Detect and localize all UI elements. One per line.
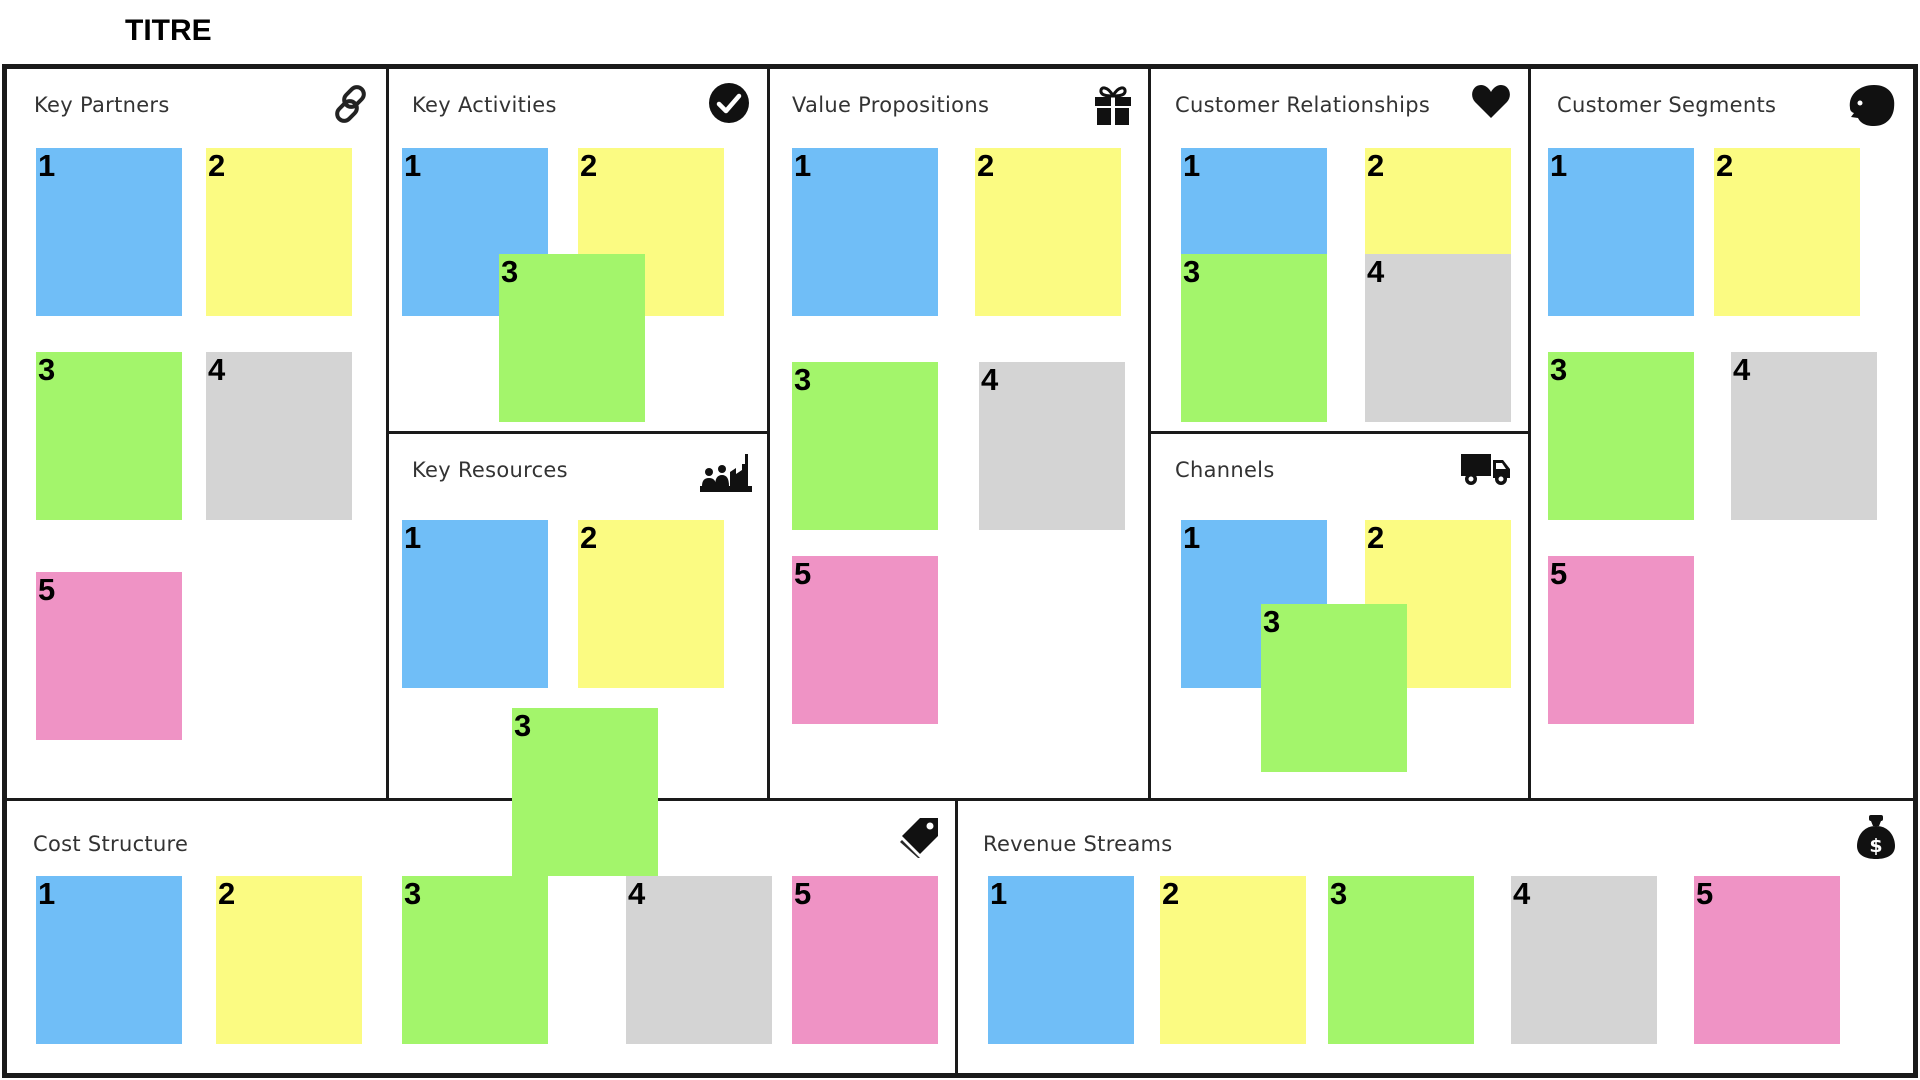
sticky-note-yellow[interactable]: 2 <box>216 876 362 1044</box>
sticky-note-pink[interactable]: 5 <box>1694 876 1840 1044</box>
section-label-key-partners: Key Partners <box>34 93 170 117</box>
sticky-note-number: 2 <box>1716 148 1734 183</box>
sticky-note-number: 3 <box>404 876 422 911</box>
sticky-note-number: 2 <box>1367 520 1385 555</box>
sticky-note-number: 5 <box>38 572 56 607</box>
sticky-note-blue[interactable]: 1 <box>1548 148 1694 316</box>
money-bag-icon: $ <box>1856 814 1896 865</box>
sticky-note-number: 1 <box>404 520 422 555</box>
sticky-note-number: 1 <box>1550 148 1568 183</box>
sticky-note-number: 1 <box>38 148 56 183</box>
divider-h-activities-resources <box>389 431 767 434</box>
sticky-note-number: 1 <box>1183 520 1201 555</box>
sticky-note-number: 1 <box>990 876 1008 911</box>
svg-text:$: $ <box>1869 835 1882 857</box>
sticky-note-number: 3 <box>794 362 812 397</box>
sticky-note-green[interactable]: 3 <box>1261 604 1407 772</box>
sticky-note-number: 2 <box>1367 148 1385 183</box>
section-label-cost-structure: Cost Structure <box>33 832 189 856</box>
gift-icon <box>1094 84 1132 131</box>
checkmark-circle-icon <box>708 82 750 129</box>
divider-v-activities-value <box>767 68 770 800</box>
sticky-note-number: 3 <box>1263 604 1281 639</box>
sticky-note-number: 5 <box>1550 556 1568 591</box>
sticky-note-number: 1 <box>1183 148 1201 183</box>
sticky-note-number: 2 <box>977 148 995 183</box>
factory-workers-icon <box>700 450 752 499</box>
section-label-key-activities: Key Activities <box>412 93 557 117</box>
page-title: TITRE <box>125 14 212 47</box>
sticky-note-green[interactable]: 3 <box>36 352 182 520</box>
section-label-customer-relationships: Customer Relationships <box>1175 93 1431 117</box>
sticky-note-gray[interactable]: 4 <box>1365 254 1511 422</box>
sticky-note-pink[interactable]: 5 <box>792 556 938 724</box>
sticky-note-number: 2 <box>1162 876 1180 911</box>
sticky-note-number: 5 <box>794 876 812 911</box>
sticky-note-gray[interactable]: 4 <box>979 362 1125 530</box>
divider-h-relationships-channels <box>1151 431 1528 434</box>
sticky-note-blue[interactable]: 1 <box>402 520 548 688</box>
sticky-note-pink[interactable]: 5 <box>36 572 182 740</box>
section-label-channels: Channels <box>1175 458 1275 482</box>
sticky-note-gray[interactable]: 4 <box>1511 876 1657 1044</box>
sticky-note-blue[interactable]: 1 <box>792 148 938 316</box>
sticky-note-number: 2 <box>580 520 598 555</box>
section-label-key-resources: Key Resources <box>412 458 568 482</box>
sticky-note-number: 5 <box>794 556 812 591</box>
link-icon <box>330 82 374 131</box>
sticky-note-number: 2 <box>208 148 226 183</box>
sticky-note-green[interactable]: 3 <box>402 876 548 1044</box>
sticky-note-number: 3 <box>1183 254 1201 289</box>
sticky-note-number: 2 <box>580 148 598 183</box>
sticky-note-number: 3 <box>514 708 532 743</box>
sticky-note-green[interactable]: 3 <box>512 708 658 876</box>
sticky-note-yellow[interactable]: 2 <box>206 148 352 316</box>
sticky-note-number: 3 <box>38 352 56 387</box>
sticky-note-yellow[interactable]: 2 <box>975 148 1121 316</box>
sticky-note-number: 4 <box>208 352 226 387</box>
divider-h-top-bottom <box>7 798 1913 801</box>
sticky-note-gray[interactable]: 4 <box>1731 352 1877 520</box>
sticky-note-green[interactable]: 3 <box>1548 352 1694 520</box>
sticky-note-yellow[interactable]: 2 <box>578 520 724 688</box>
sticky-note-number: 3 <box>1550 352 1568 387</box>
divider-v-cost-revenue <box>955 800 958 1073</box>
section-label-value-propositions: Value Propositions <box>792 93 990 117</box>
price-tag-icon <box>898 816 942 863</box>
sticky-note-number: 1 <box>404 148 422 183</box>
sticky-note-pink[interactable]: 5 <box>1548 556 1694 724</box>
sticky-note-number: 4 <box>1733 352 1751 387</box>
truck-icon <box>1460 452 1512 491</box>
sticky-note-number: 4 <box>981 362 999 397</box>
sticky-note-number: 4 <box>1513 876 1531 911</box>
sticky-note-green[interactable]: 3 <box>499 254 645 422</box>
sticky-note-gray[interactable]: 4 <box>206 352 352 520</box>
sticky-note-blue[interactable]: 1 <box>36 148 182 316</box>
heart-icon <box>1471 84 1511 125</box>
sticky-note-number: 1 <box>794 148 812 183</box>
sticky-note-number: 3 <box>1330 876 1348 911</box>
sticky-note-blue[interactable]: 1 <box>36 876 182 1044</box>
divider-v-value-relationships <box>1148 68 1151 800</box>
sticky-note-number: 5 <box>1696 876 1714 911</box>
sticky-note-green[interactable]: 3 <box>1181 254 1327 422</box>
divider-v-partners-activities <box>386 68 389 800</box>
divider-v-relationships-segments <box>1528 68 1531 800</box>
sticky-note-number: 3 <box>501 254 519 289</box>
sticky-note-yellow[interactable]: 2 <box>1714 148 1860 316</box>
sticky-note-blue[interactable]: 1 <box>988 876 1134 1044</box>
section-label-customer-segments: Customer Segments <box>1557 93 1777 117</box>
sticky-note-number: 4 <box>628 876 646 911</box>
sticky-note-number: 4 <box>1367 254 1385 289</box>
sticky-note-pink[interactable]: 5 <box>792 876 938 1044</box>
sticky-note-number: 1 <box>38 876 56 911</box>
sticky-note-gray[interactable]: 4 <box>626 876 772 1044</box>
sticky-note-yellow[interactable]: 2 <box>1160 876 1306 1044</box>
sticky-note-number: 2 <box>218 876 236 911</box>
section-label-revenue-streams: Revenue Streams <box>983 832 1173 856</box>
sticky-note-green[interactable]: 3 <box>1328 876 1474 1044</box>
head-icon <box>1846 84 1896 133</box>
sticky-note-green[interactable]: 3 <box>792 362 938 530</box>
